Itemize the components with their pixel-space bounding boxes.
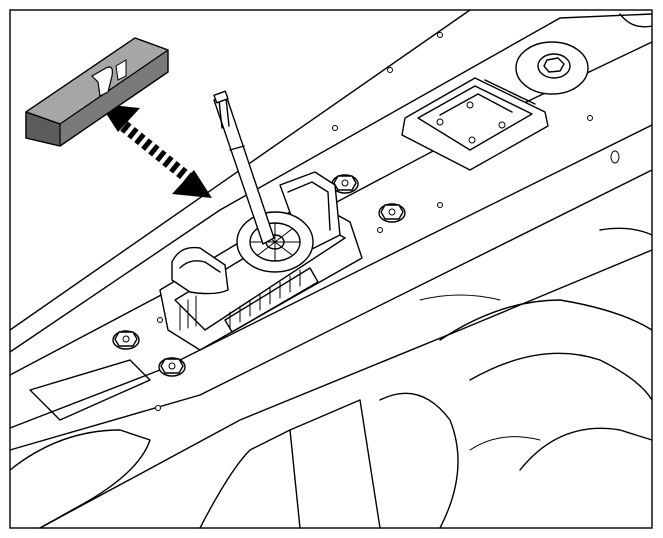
bolt-icon (331, 174, 359, 194)
clip-tool-icon (25, 37, 169, 147)
bolt-icon (112, 330, 140, 350)
bolt-icon (158, 357, 186, 377)
floor-grommet (515, 41, 589, 95)
selector-lever-icon (213, 90, 275, 245)
bracket-plate (401, 77, 549, 171)
floor-panel (9, 9, 653, 529)
shifter-assembly (159, 171, 363, 351)
bolt-icon (378, 203, 406, 223)
